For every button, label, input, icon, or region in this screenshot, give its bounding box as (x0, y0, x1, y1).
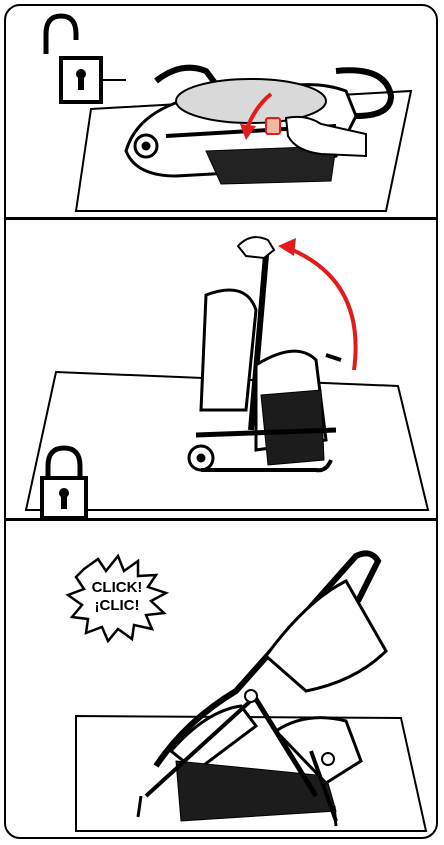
step-1-illustration (6, 6, 438, 218)
hand (238, 237, 274, 258)
release-button (266, 118, 280, 134)
instruction-frame: CLICK! ¡CLIC! (4, 4, 438, 839)
unfolding-stroller (189, 246, 341, 470)
click-burst-icon: CLICK! ¡CLIC! (68, 556, 166, 641)
click-text-en: CLICK! (92, 579, 143, 596)
click-text-es: ¡CLIC! (95, 597, 140, 614)
step-1-panel (6, 6, 436, 218)
step-2-panel (6, 220, 436, 522)
step-2-illustration (6, 220, 438, 522)
step-3-illustration: CLICK! ¡CLIC! (6, 521, 438, 839)
step-3-panel: CLICK! ¡CLIC! (6, 521, 436, 839)
unlocked-padlock-icon (46, 16, 126, 102)
